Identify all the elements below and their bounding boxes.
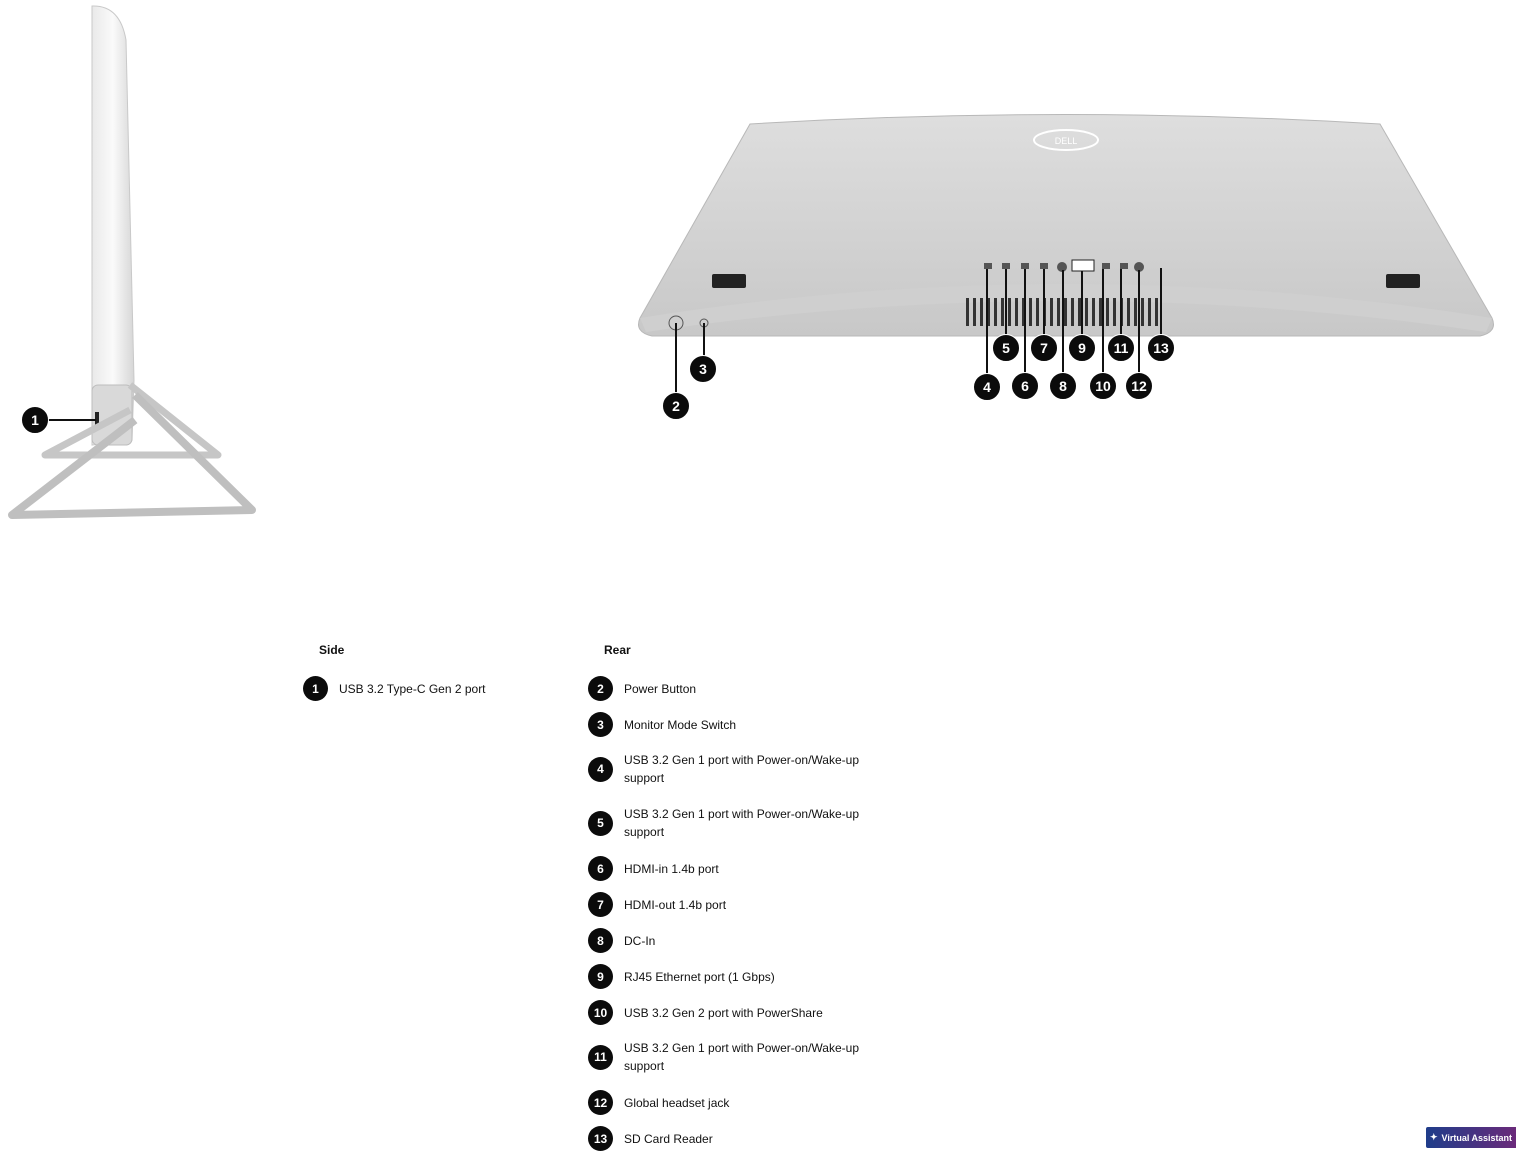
legend-number-badge: 7 (588, 892, 613, 917)
callout-badge-4: 4 (973, 373, 1001, 401)
legend-label: Global headset jack (624, 1094, 864, 1112)
callout-badge-3: 3 (689, 355, 717, 383)
callout-badge-9: 9 (1068, 334, 1096, 362)
legend-number-badge: 5 (588, 811, 613, 836)
sparkle-icon: ✦ (1430, 1132, 1438, 1143)
callout-badge-12: 12 (1125, 372, 1153, 400)
dell-logo-text: DELL (1055, 136, 1078, 146)
legend-label: USB 3.2 Type-C Gen 2 port (339, 680, 579, 698)
legend-label: Power Button (624, 680, 864, 698)
legend-number-badge: 1 (303, 676, 328, 701)
callout-badge-11: 11 (1107, 334, 1135, 362)
legend-item: 11 USB 3.2 Gen 1 port with Power-on/Wake… (588, 1039, 864, 1075)
legend-label: RJ45 Ethernet port (1 Gbps) (624, 968, 864, 986)
legend-number-badge: 4 (588, 757, 613, 782)
legend-side-heading: Side (319, 643, 344, 657)
side-view-figure: 1 (0, 0, 270, 540)
legend-number-badge: 2 (588, 676, 613, 701)
virtual-assistant-button[interactable]: ✦ Virtual Assistant (1426, 1127, 1516, 1148)
legend-item: 9 RJ45 Ethernet port (1 Gbps) (588, 964, 864, 989)
legend-item: 12 Global headset jack (588, 1090, 864, 1115)
legend-item: 8 DC-In (588, 928, 864, 953)
legend-label: HDMI-in 1.4b port (624, 860, 864, 878)
callout-badge-2: 2 (662, 392, 690, 420)
legend-label: USB 3.2 Gen 2 port with PowerShare (624, 1004, 864, 1022)
legend-label: DC-In (624, 932, 864, 950)
side-view-illustration (0, 0, 270, 540)
legend-item: 13 SD Card Reader (588, 1126, 864, 1151)
virtual-assistant-label: Virtual Assistant (1442, 1133, 1513, 1143)
legend-item: 5 USB 3.2 Gen 1 port with Power-on/Wake-… (588, 805, 864, 841)
legend-number-badge: 11 (588, 1045, 613, 1070)
legend-number-badge: 3 (588, 712, 613, 737)
callout-badge-7: 7 (1030, 334, 1058, 362)
legend-item: 1 USB 3.2 Type-C Gen 2 port (303, 676, 579, 701)
callout-badge-8: 8 (1049, 372, 1077, 400)
callout-badge-5: 5 (992, 334, 1020, 362)
legend-label: Monitor Mode Switch (624, 716, 864, 734)
legend-item: 10 USB 3.2 Gen 2 port with PowerShare (588, 1000, 864, 1025)
callout-badge-6: 6 (1011, 372, 1039, 400)
legend-number-badge: 10 (588, 1000, 613, 1025)
legend-item: 4 USB 3.2 Gen 1 port with Power-on/Wake-… (588, 751, 864, 787)
legend-label: USB 3.2 Gen 1 port with Power-on/Wake-up… (624, 751, 864, 787)
callout-badge-1: 1 (21, 406, 49, 434)
legend-number-badge: 12 (588, 1090, 613, 1115)
legend-number-badge: 13 (588, 1126, 613, 1151)
legend-label: USB 3.2 Gen 1 port with Power-on/Wake-up… (624, 805, 864, 841)
legend-label: SD Card Reader (624, 1130, 864, 1148)
legend-item: 3 Monitor Mode Switch (588, 712, 864, 737)
legend-rear-heading: Rear (604, 643, 631, 657)
legend-number-badge: 8 (588, 928, 613, 953)
legend-item: 6 HDMI-in 1.4b port (588, 856, 864, 881)
callout-badge-10: 10 (1089, 372, 1117, 400)
legend-label: HDMI-out 1.4b port (624, 896, 864, 914)
callout-badge-13: 13 (1147, 334, 1175, 362)
legend-item: 7 HDMI-out 1.4b port (588, 892, 864, 917)
legend-item: 2 Power Button (588, 676, 864, 701)
legend-number-badge: 6 (588, 856, 613, 881)
legend-label: USB 3.2 Gen 1 port with Power-on/Wake-up… (624, 1039, 864, 1075)
legend-number-badge: 9 (588, 964, 613, 989)
